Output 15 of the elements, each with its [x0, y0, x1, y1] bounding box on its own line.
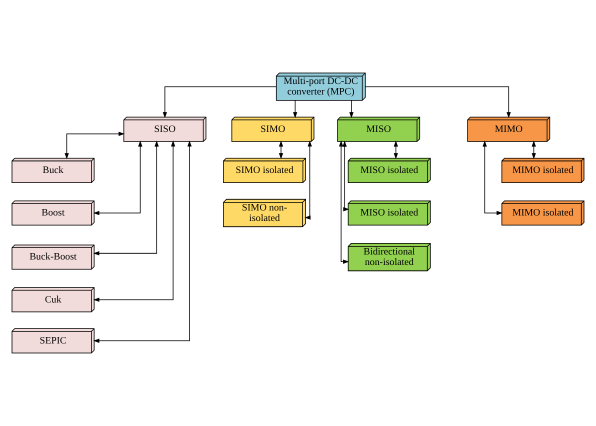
arrow — [93, 140, 159, 256]
arrow — [64, 132, 125, 160]
arrow — [162, 86, 277, 118]
arrow — [342, 140, 350, 212]
arrow — [394, 140, 398, 160]
arrow — [93, 140, 142, 216]
arrow — [364, 86, 511, 118]
arrow — [293, 100, 298, 118]
arrow — [349, 100, 354, 118]
arrow — [482, 140, 503, 216]
arrow — [278, 140, 284, 160]
arrow — [304, 140, 312, 220]
arrow — [93, 140, 192, 343]
arrow — [338, 140, 350, 264]
arrow — [93, 140, 176, 302]
